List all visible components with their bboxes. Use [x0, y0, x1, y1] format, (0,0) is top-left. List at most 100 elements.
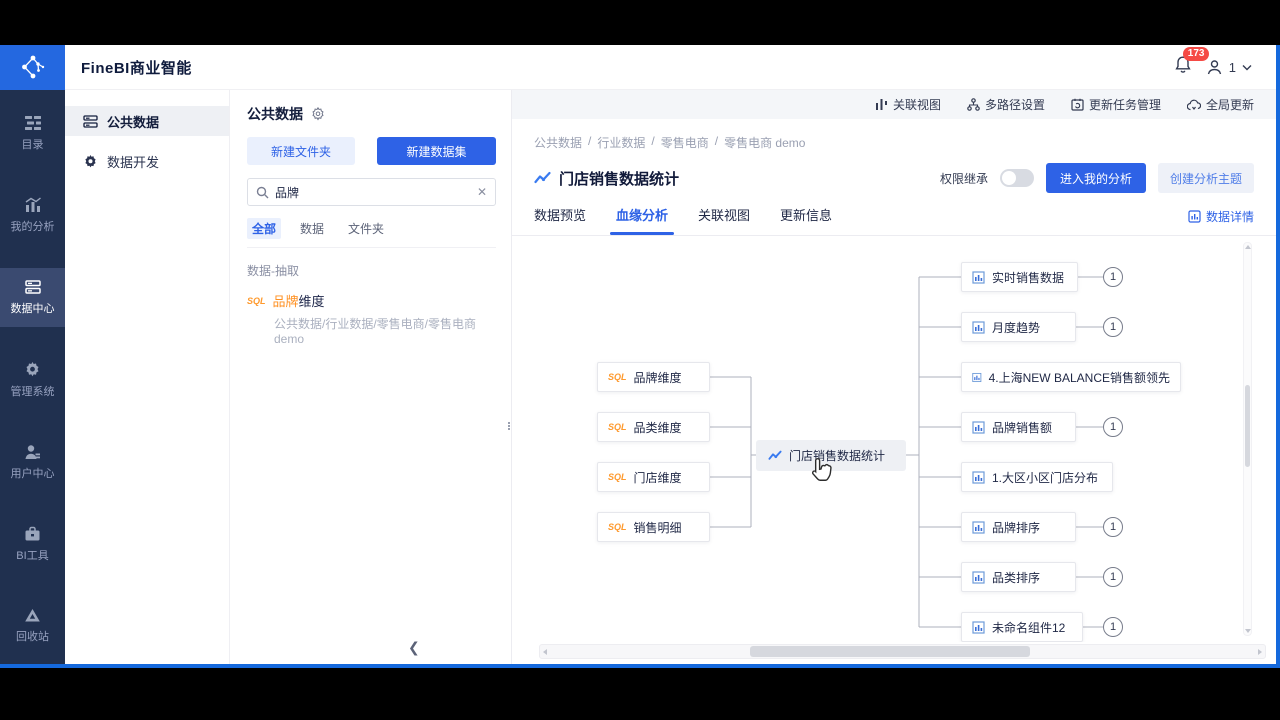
new-dataset-button[interactable]: 新建数据集	[377, 137, 496, 165]
diagram-vertical-scrollbar[interactable]	[1243, 242, 1252, 636]
scroll-down-arrow[interactable]	[1245, 629, 1251, 633]
notification-badge: 173	[1182, 47, 1210, 61]
lineage-source-node[interactable]: SQL 销售明细	[597, 512, 710, 542]
result-path: 公共数据/行业数据/零售电商/零售电商 demo	[274, 317, 477, 346]
vertical-scrollbar-thumb[interactable]	[1245, 385, 1250, 467]
sidebar-item-admin-system[interactable]: 管理系统	[0, 350, 65, 410]
tab-update-info[interactable]: 更新信息	[780, 208, 833, 223]
lineage-source-node[interactable]: SQL 品类维度	[597, 412, 710, 442]
public-data-icon	[83, 114, 98, 128]
clear-search-icon[interactable]: ✕	[476, 185, 487, 199]
result-name: 维度	[298, 294, 325, 309]
collapse-panel-chevron[interactable]: ❮	[408, 639, 420, 655]
horizontal-scrollbar-thumb[interactable]	[750, 646, 1030, 657]
scroll-left-arrow[interactable]	[543, 649, 547, 655]
lineage-center-node[interactable]: 门店销售数据统计	[756, 440, 906, 471]
permission-inherit-toggle[interactable]	[999, 169, 1034, 187]
lineage-output-node[interactable]: 4.上海NEW BALANCE销售额领先	[961, 362, 1181, 392]
tab-folder[interactable]: 文件夹	[348, 222, 385, 236]
search-result-item[interactable]: SQL 品牌维度	[247, 291, 496, 310]
sidebar-item-data-center[interactable]: 数据中心	[0, 268, 65, 327]
dataset-chart-icon	[768, 450, 782, 460]
create-analysis-theme-button[interactable]: 创建分析主题	[1157, 163, 1254, 193]
lineage-output-node[interactable]: 月度趋势	[961, 312, 1076, 342]
notifications-button[interactable]: 173	[1174, 47, 1210, 79]
output-count-badge[interactable]: 1	[1103, 517, 1123, 537]
data-center-icon	[24, 280, 41, 294]
sidebar-item-public-data[interactable]: 公共数据	[65, 106, 229, 136]
data-detail-button[interactable]: 数据详情	[1188, 208, 1254, 235]
new-folder-button[interactable]: 新建文件夹	[247, 137, 356, 165]
sidebar-item-label: 用户中心	[10, 468, 55, 480]
data-sidebar: 公共数据 数据开发	[65, 90, 230, 664]
scroll-up-arrow[interactable]	[1245, 245, 1251, 249]
tab-lineage-analysis[interactable]: 血缘分析	[610, 205, 675, 235]
lineage-source-node[interactable]: SQL 门店维度	[597, 462, 710, 492]
search-box[interactable]: ✕	[247, 178, 496, 206]
lineage-output-node[interactable]: 1.大区小区门店分布	[961, 462, 1113, 492]
breadcrumb-item[interactable]: 零售电商	[660, 136, 709, 150]
sidebar-item-label: 数据开发	[107, 154, 160, 170]
scroll-right-arrow[interactable]	[1258, 649, 1262, 655]
global-update-button[interactable]: 全局更新	[1186, 96, 1254, 113]
user-count: 1	[1228, 59, 1236, 75]
tab-association-view[interactable]: 关联视图	[698, 208, 751, 223]
multi-path-settings-button[interactable]: 多路径设置	[967, 96, 1045, 113]
dataset-title-row: 门店销售数据统计 权限继承 进入我的分析 创建分析主题	[512, 151, 1276, 195]
sidebar-item-label: 公共数据	[107, 114, 160, 130]
user-icon	[1207, 59, 1221, 74]
enter-my-analysis-button[interactable]: 进入我的分析	[1045, 163, 1146, 193]
analysis-chart-icon	[25, 197, 41, 212]
sidebar-item-catalog[interactable]: 目录	[0, 104, 65, 163]
breadcrumb: 公共数据 / 行业数据 / 零售电商 / 零售电商 demo	[534, 134, 806, 150]
sidebar-item-recycle-bin[interactable]: 回收站	[0, 597, 65, 655]
output-count-badge[interactable]: 1	[1103, 417, 1123, 437]
output-count-badge[interactable]: 1	[1103, 317, 1123, 337]
update-task-icon	[1071, 98, 1084, 111]
tab-all[interactable]: 全部	[247, 218, 282, 239]
lineage-diagram[interactable]: SQL 品牌维度 SQL 品类维度 SQL 门店维度 SQL 销售明细	[512, 236, 1276, 642]
panel-settings-gear-icon[interactable]	[311, 107, 325, 121]
lineage-output-node[interactable]: 品牌销售额	[961, 412, 1076, 442]
sql-table-icon: SQL	[247, 295, 266, 306]
lineage-output-node[interactable]: 未命名组件12	[961, 612, 1083, 642]
breadcrumb-item[interactable]: 公共数据	[534, 136, 583, 150]
lineage-output-node[interactable]: 品类排序	[961, 562, 1076, 592]
multi-path-icon	[967, 98, 980, 111]
lineage-output-node[interactable]: 品牌排序	[961, 512, 1076, 542]
sidebar-item-data-development[interactable]: 数据开发	[65, 146, 229, 176]
breadcrumb-item[interactable]: 行业数据	[597, 136, 646, 150]
association-view-button[interactable]: 关联视图	[875, 96, 941, 113]
section-label: 数据-抽取	[247, 264, 299, 278]
page-title: 门店销售数据统计	[559, 170, 680, 188]
association-view-icon	[875, 99, 887, 110]
panel-title: 公共数据	[247, 106, 303, 122]
output-count-badge[interactable]: 1	[1103, 617, 1123, 637]
tab-data-preview[interactable]: 数据预览	[534, 208, 587, 223]
lineage-output-node[interactable]: 实时销售数据	[961, 262, 1078, 292]
sidebar-item-label: 我的分析	[10, 221, 55, 233]
search-input[interactable]	[275, 185, 471, 199]
sidebar-item-label: BI工具	[16, 550, 49, 562]
dataset-chart-icon	[534, 171, 551, 183]
tab-data[interactable]: 数据	[300, 222, 325, 236]
sidebar-item-user-center[interactable]: 用户中心	[0, 433, 65, 492]
panel-filter-tabs: 全部 数据 文件夹	[247, 218, 496, 248]
output-count-badge[interactable]: 1	[1103, 267, 1123, 287]
sidebar-item-bi-tools[interactable]: BI工具	[0, 515, 65, 574]
user-menu[interactable]: 1	[1206, 59, 1252, 76]
finebi-logo-icon	[21, 55, 44, 79]
finebi-logo[interactable]	[0, 44, 65, 90]
lineage-source-node[interactable]: SQL 品牌维度	[597, 362, 710, 392]
diagram-horizontal-scrollbar[interactable]	[539, 644, 1266, 659]
sidebar-item-my-analysis[interactable]: 我的分析	[0, 186, 65, 245]
sql-table-icon: SQL	[608, 522, 627, 532]
output-count-badge[interactable]: 1	[1103, 567, 1123, 587]
sql-table-icon: SQL	[608, 372, 627, 382]
update-task-manage-button[interactable]: 更新任务管理	[1071, 96, 1161, 113]
user-center-icon	[25, 445, 40, 459]
breadcrumb-item[interactable]: 零售电商 demo	[724, 136, 806, 150]
component-chart-icon	[972, 570, 985, 584]
app-header: FineBI商业智能 173 1	[0, 44, 1276, 90]
